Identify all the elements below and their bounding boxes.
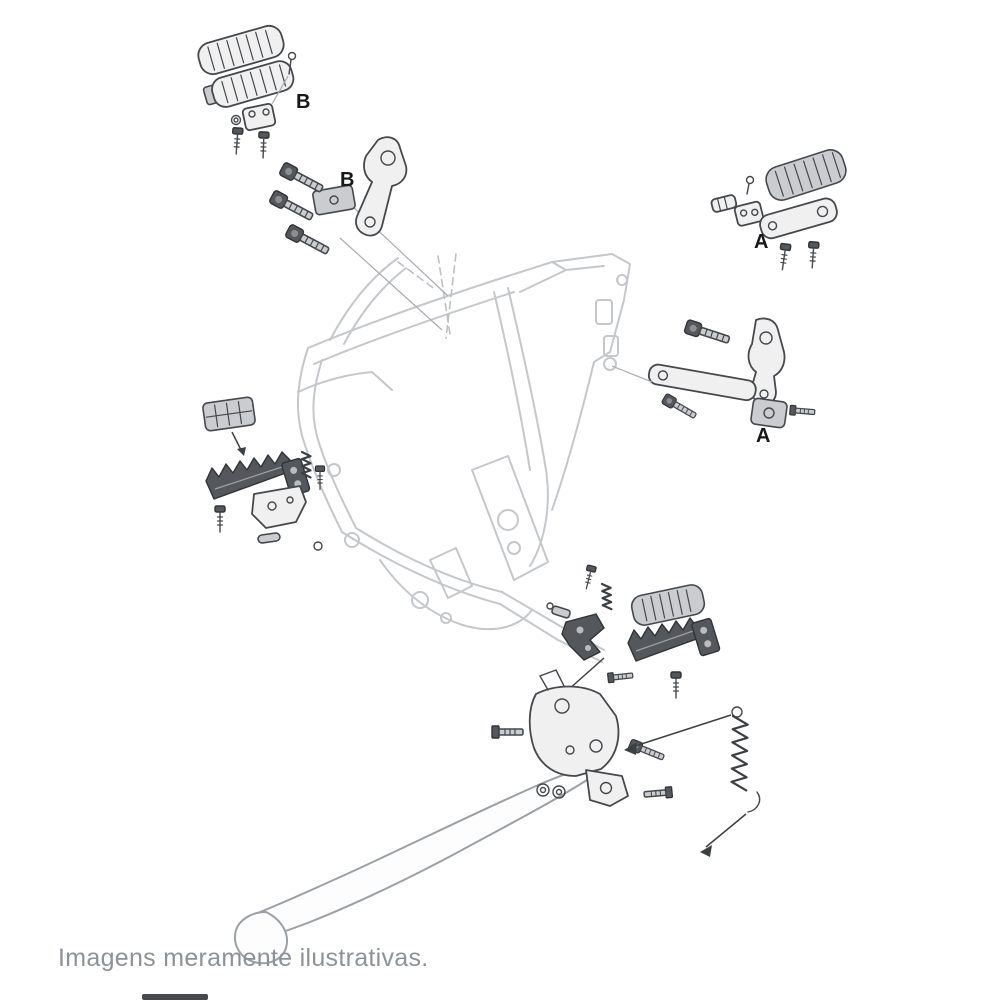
socket-bolt-b-3	[283, 223, 332, 259]
rubber-footpeg-a	[765, 149, 847, 201]
washers	[536, 783, 566, 799]
bushing-a	[710, 194, 738, 213]
bracket-bolt-left	[491, 725, 524, 739]
pivot-bolt	[643, 785, 674, 801]
footpeg-kit-a	[710, 149, 847, 272]
sidestand-assembly	[234, 669, 761, 965]
screw-left-bottom	[214, 505, 226, 533]
pivot-block-a	[750, 397, 788, 429]
peg-mount-a	[759, 197, 838, 240]
bolt-right-left	[606, 669, 634, 684]
pivot-lug	[585, 769, 629, 807]
footpeg-kit-b	[197, 24, 297, 159]
peg-side-plate-right	[691, 617, 721, 657]
pivot-pin-left	[257, 532, 281, 544]
mount-plate-b	[241, 102, 277, 132]
screw-right-bottom	[670, 671, 682, 699]
caption: Imagens meramente ilustrativas.	[58, 944, 429, 972]
rubber-footpeg-right	[630, 584, 706, 626]
sidestand-foot	[234, 911, 288, 965]
rubber-footpeg-b-lower	[202, 60, 295, 108]
spring-right	[598, 582, 616, 611]
bracket-kit-a	[611, 317, 816, 429]
clamp-bracket-left	[251, 485, 307, 529]
bolt-right-top	[581, 564, 597, 591]
support-arm-a	[647, 363, 757, 402]
label-b-kit: B	[296, 91, 310, 113]
joint-pin-right	[546, 602, 571, 619]
bolt-b-kit-2	[257, 131, 270, 159]
bracket-kit-b	[267, 136, 449, 331]
linkage-right	[561, 613, 605, 661]
clamp-block-b	[312, 184, 356, 216]
label-a-kit: A	[754, 231, 768, 253]
label-b-bracket: B	[340, 169, 354, 191]
rubber-footpeg-b-upper	[197, 24, 285, 76]
sidestand-leg	[234, 767, 591, 965]
enduro-footpeg-kit-left	[202, 396, 326, 551]
screw-tip-a	[745, 175, 755, 195]
socket-bolt-b-2	[267, 189, 316, 225]
socket-bolt-a-2	[660, 392, 699, 422]
pin-screw-b	[271, 51, 297, 105]
label-a-bracket: A	[756, 425, 770, 447]
sidestand-bracket	[528, 669, 620, 777]
clip-left	[313, 541, 323, 551]
enduro-footpeg-kit-right	[546, 564, 721, 701]
washer-b	[230, 114, 242, 126]
screw-a-1	[776, 242, 792, 272]
hanger-bracket-b	[355, 136, 408, 237]
rubber-pad-left	[202, 396, 256, 432]
hex-bolt-a	[788, 404, 816, 418]
frame-outline	[296, 253, 631, 663]
joint-plate-a	[733, 200, 765, 227]
socket-bolt-a-1	[683, 318, 732, 348]
screw-a-2	[806, 240, 820, 269]
bolt-b-kit-1	[230, 126, 244, 155]
socket-bolt-b-1	[277, 161, 326, 197]
return-spring	[719, 706, 761, 813]
cropped-text-fragment	[142, 994, 208, 1000]
